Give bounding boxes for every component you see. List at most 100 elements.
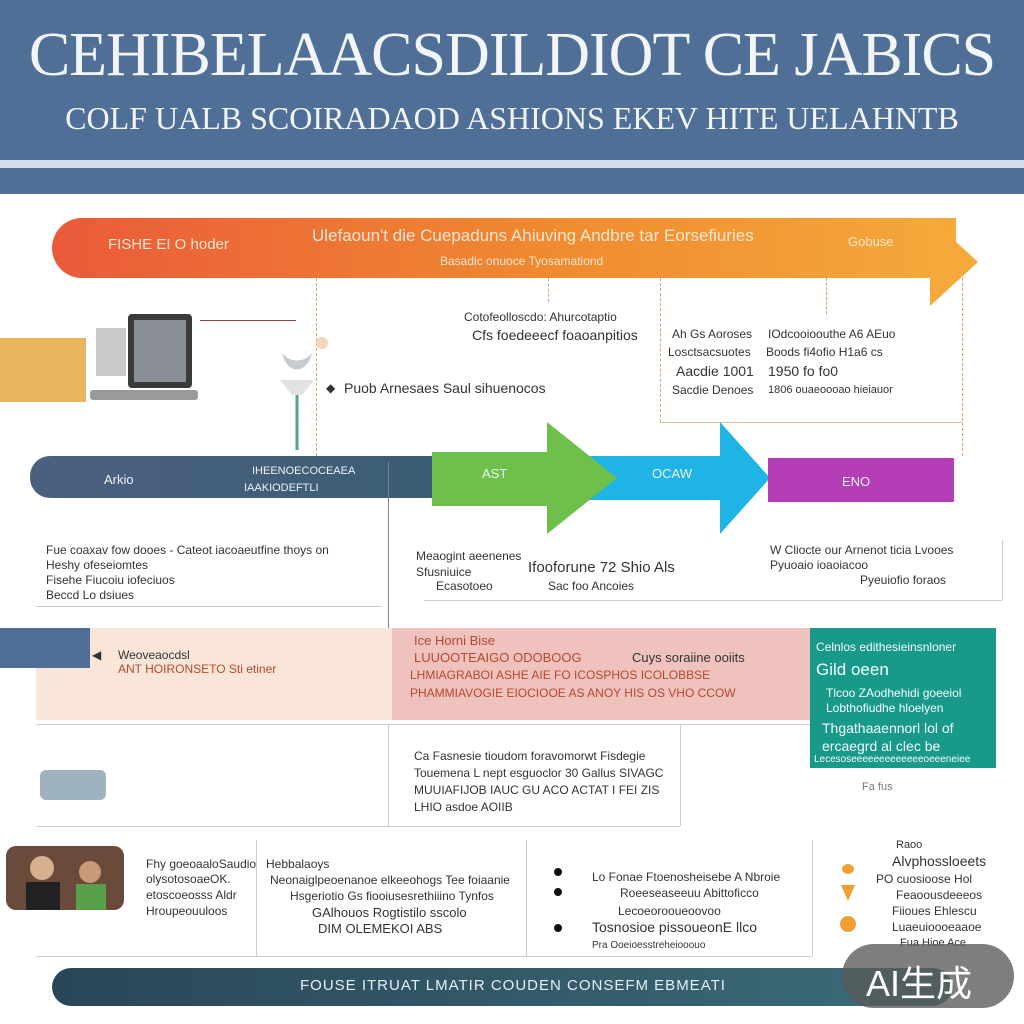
note-text: Meaogint aeenenes <box>416 549 522 563</box>
note-text: Lecoeorooueoovoo <box>618 904 721 918</box>
divider-line <box>36 724 810 725</box>
side-tab <box>0 628 90 668</box>
watermark-text: AI生成 <box>866 963 973 1004</box>
note-text: Fiioues Ehlescu <box>892 904 977 918</box>
note-text: Pyuoaio ioaoiacoo <box>770 558 869 572</box>
blurred-image <box>40 770 106 800</box>
timeline-bar-label: IHEENOECOCEAEA <box>252 465 356 477</box>
note-text: Sac foo Ancoies <box>548 579 635 593</box>
note-text: Raoo <box>896 839 923 851</box>
panel-text: Cuys soraiine ooiits <box>632 650 745 665</box>
orange-shield-icon <box>841 885 855 901</box>
divider-line <box>424 600 1002 601</box>
connector-line <box>548 278 549 302</box>
page-title: CEHIBELAACSDILDIOT CE JABICS <box>28 21 996 89</box>
side-tab <box>0 338 86 402</box>
header-divider-light <box>0 160 1024 168</box>
note-text: Feaoousdeeeos <box>896 888 983 902</box>
panel-title: Ice Horni Bise <box>414 633 495 648</box>
page-subtitle: COLF UALB SCOIRADAOD ASHIONS EKEV HITE U… <box>65 100 959 136</box>
timeline-bar <box>30 456 440 498</box>
stage-label: ENO <box>842 474 871 489</box>
note-text: LHIO asdoe AOIIB <box>414 800 513 814</box>
divider-line <box>680 724 681 826</box>
note-text: Sfusniuice <box>416 565 472 579</box>
divider-line <box>36 956 812 957</box>
note-text: Hebbalaoys <box>266 857 330 871</box>
pointer-line <box>200 320 296 321</box>
note-text: Sacdie Denoes <box>672 383 754 397</box>
callout-text: Tlcoo ZAodhehidi goeeiol <box>826 686 962 700</box>
note-text: GAlhouos Rogtistilo sscolo <box>312 905 467 920</box>
top-band <box>52 218 956 278</box>
divider-line <box>1002 540 1003 600</box>
note-text: Hsgeriotio Gs fiooiusesrethiiino Tynfos <box>290 889 494 903</box>
bullet-dot-icon <box>554 868 562 876</box>
note-text: PO cuosioose Hol <box>876 872 973 886</box>
footer-text: FOUSE ITRUAT LMATIR COUDEN CONSEFM EBMEA… <box>300 977 726 994</box>
people-photo <box>6 846 124 910</box>
callout-text: ercaegrd al clec be <box>822 738 941 754</box>
note-text: Touemena L nept esguoclor 30 Gallus SIVA… <box>414 766 664 780</box>
divider-line <box>812 840 813 956</box>
connector-line <box>316 278 317 456</box>
note-text: 1950 fo fo0 <box>768 363 839 379</box>
panel-subtitle: ANT HOIRONSETO Sti etiner <box>118 662 277 676</box>
note-text: Aacdie 1001 <box>676 363 754 379</box>
note-text: Ifooforune 72 Shio Als <box>528 559 675 576</box>
callout-caption: Fa fus <box>862 781 893 793</box>
note-text: Cfs foedeeecf foaoanpitios <box>472 327 638 343</box>
panel-title: Weoveaocdsl <box>118 648 190 662</box>
note-text: Ah Gs Aoroses <box>672 327 753 341</box>
note-text: Ecasotoeo <box>436 579 493 593</box>
connector-line <box>826 278 827 314</box>
note-text: Boods fi4ofio H1a6 cs <box>766 345 883 359</box>
orange-dot-icon <box>840 916 856 932</box>
peach-panel <box>36 628 392 720</box>
note-text: 1806 ouaeoooao hieiauor <box>768 384 893 396</box>
stage-label: AST <box>482 466 508 481</box>
note-text: Cotofeolloscdo: Ahurcotaptio <box>464 310 617 324</box>
panel-text: PHAMMIAVOGIE EIOCIOOE AS ANOY HIS OS VHO… <box>410 686 736 700</box>
note-text: Pyeuiofio foraos <box>860 573 947 587</box>
header-banner <box>0 0 1024 160</box>
note-text: Fhy goeoaaloSaudio <box>146 857 257 871</box>
note-text: Luaeuioooeaaoe <box>892 920 982 934</box>
divider-line <box>526 840 527 956</box>
green-arrow <box>432 422 617 534</box>
note-text: Lo Fonae Ftoenosheisebe A Nbroie <box>592 870 781 884</box>
note-text: Pra Ooeioesstreheiooouo <box>592 940 706 951</box>
note-text: etoscoeosss Aldr <box>146 888 237 902</box>
cyan-arrow <box>560 422 770 534</box>
pointer-arrow-icon: ◀ <box>92 648 102 662</box>
callout-footnote: Lecesoseeeeeeeeeeeeeoeeeneiee <box>814 754 971 765</box>
caption-bullet-icon: ◆ <box>326 381 336 395</box>
note-text: Tosnosioe pissoueonE llco <box>592 919 757 935</box>
note-text: Losctsacsuotes <box>668 345 751 359</box>
callout-heading: Celnlos edithesieinsnloner <box>816 640 957 654</box>
note-text: Hroupeouuloos <box>146 904 228 918</box>
note-text: Beccd Lo dsiues <box>46 588 135 602</box>
header-divider-dark <box>0 168 1024 194</box>
connector-line <box>660 278 661 422</box>
connector-line <box>388 462 389 630</box>
top-band-left-label: FISHE EI O hoder <box>108 236 229 253</box>
bullet-dot-icon <box>554 888 562 896</box>
divider-line <box>36 606 382 607</box>
note-text: MUUIAFIJOB IAUC GU ACO ACTAT I FEI ZIS <box>414 783 660 797</box>
timeline-bar-label: Arkio <box>104 472 134 487</box>
top-band-center-title: Ulefaoun't die Cuepaduns Ahiuving Andbre… <box>312 226 754 245</box>
magenta-stage <box>768 458 954 502</box>
divider-line <box>36 826 680 827</box>
computer-monitor-icon <box>90 314 198 400</box>
teal-callout <box>810 628 996 768</box>
top-band-center-subtitle: Basadic onuoce Tyosamationd <box>440 254 604 268</box>
note-text: Neonaiglpeoenanoe elkeeohogs Tee foiaani… <box>270 873 510 887</box>
note-text: Heshy ofeseiomtes <box>46 558 149 572</box>
callout-text: Thgathaaennorl lol of <box>822 720 954 736</box>
connector-line <box>962 278 963 456</box>
footer-bar <box>52 968 952 1006</box>
note-text: Ca Fasnesie tioudom foravomorwt Fisdegie <box>414 749 646 763</box>
divider-line <box>388 724 389 826</box>
watermark-badge <box>842 944 1014 1008</box>
